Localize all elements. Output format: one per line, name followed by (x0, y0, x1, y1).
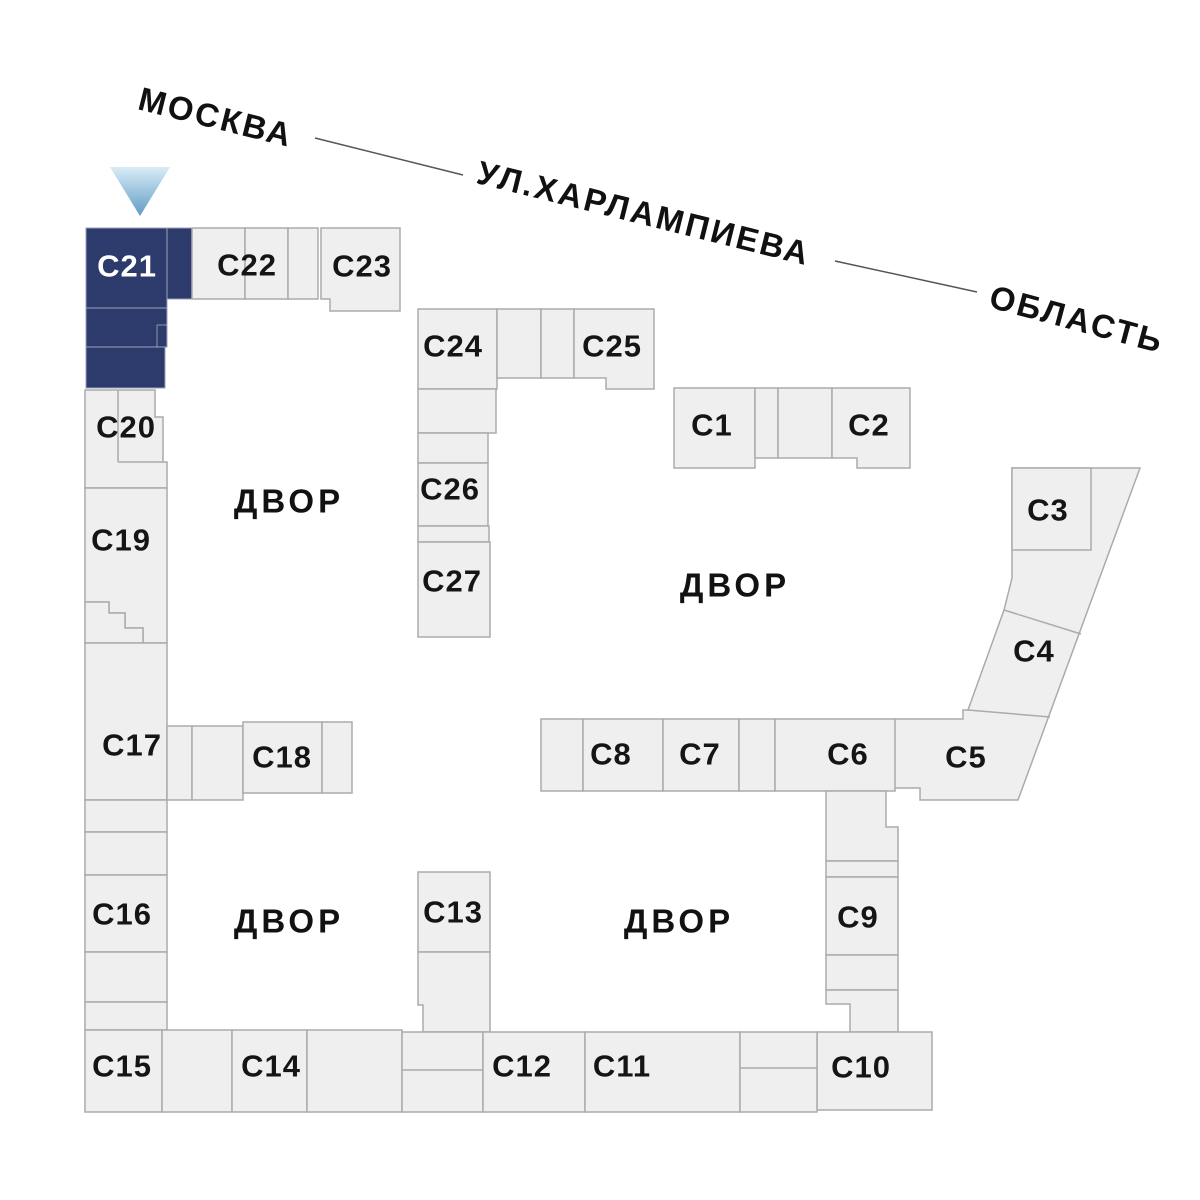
courtyard-labels: ДВОР ДВОР ДВОР ДВОР (234, 483, 790, 940)
building-c8[interactable]: С8 (582, 718, 664, 792)
building-c9[interactable]: С9 (825, 876, 899, 956)
building-segment-under-c13 (401, 1031, 484, 1113)
building-label: С11 (593, 1049, 651, 1084)
building-segment (825, 860, 899, 878)
building-c2[interactable]: С2 (831, 387, 911, 469)
building-segment (417, 951, 491, 1033)
building-segment (191, 725, 244, 801)
building-segment (825, 790, 899, 862)
building-label: С15 (92, 1049, 152, 1084)
street-label-kharlampieva: УЛ.ХАРЛАМПИЕВА (473, 154, 814, 273)
building-c12[interactable]: С12 (482, 1031, 586, 1113)
building-segment-before-c10 (739, 1031, 818, 1113)
building-c14[interactable]: С14 (231, 1029, 308, 1113)
building-c16[interactable]: С16 (84, 874, 168, 953)
building-c4[interactable]: С4 (1013, 634, 1055, 669)
building-label: С21 (97, 249, 157, 284)
building-segment (321, 721, 353, 794)
building-label: С5 (945, 740, 987, 775)
building-segment (161, 1029, 233, 1113)
building-segment (84, 831, 168, 876)
building-c7[interactable]: С7 (662, 718, 740, 792)
courtyard-label-top-right: ДВОР (680, 567, 790, 604)
courtyard-label-bottom-left: ДВОР (234, 903, 344, 940)
street-leader-line-2 (834, 260, 978, 293)
building-c18[interactable]: С18 (242, 721, 323, 794)
building-label: С25 (582, 329, 642, 364)
building-c3[interactable]: С3 (1011, 467, 1092, 551)
building-c15[interactable]: С15 (84, 1029, 163, 1113)
building-c20[interactable]: С20 (84, 389, 168, 489)
building-c21[interactable]: С21 (85, 227, 193, 389)
building-c23[interactable]: С23 (320, 227, 401, 312)
building-label: С23 (332, 249, 392, 284)
building-label: С2 (848, 408, 890, 443)
building-c13[interactable]: С13 (417, 871, 491, 953)
street-label-moscow: МОСКВА (135, 80, 297, 154)
building-segment (738, 718, 776, 792)
building-label: С10 (831, 1050, 891, 1085)
building-label: С9 (837, 900, 879, 935)
building-segment (825, 989, 899, 1033)
building-c24[interactable]: С24 (417, 308, 575, 390)
building-c5[interactable]: С5 (945, 740, 987, 775)
courtyard-label-bottom-right: ДВОР (624, 903, 734, 940)
building-label: С1 (691, 408, 733, 443)
building-c1[interactable]: С1 (673, 387, 833, 469)
building-label: С6 (827, 737, 869, 772)
building-segment (540, 718, 584, 792)
building-label: С24 (423, 329, 483, 364)
building-label: С3 (1027, 493, 1069, 528)
building-label: С22 (217, 248, 277, 283)
selected-building-arrow-icon (110, 167, 170, 216)
building-c26[interactable]: С26 (417, 388, 497, 527)
building-c25[interactable]: С25 (573, 308, 655, 390)
building-c27[interactable]: С27 (417, 525, 491, 638)
building-c22[interactable]: С22 (191, 227, 319, 300)
building-label: С8 (590, 737, 632, 772)
building-segment (84, 951, 168, 1003)
building-label: С27 (422, 564, 482, 599)
building-label: С18 (252, 740, 312, 775)
building-segment (84, 799, 168, 833)
building-label: С26 (420, 472, 480, 507)
building-segment (306, 1029, 403, 1113)
building-segment (84, 1001, 168, 1031)
building-c6[interactable]: С6 (774, 718, 896, 792)
building-label: С12 (492, 1049, 552, 1084)
building-label: С17 (102, 728, 162, 763)
building-segment (166, 725, 193, 801)
building-label: С4 (1013, 634, 1055, 669)
building-c10[interactable]: С10 (816, 1031, 933, 1111)
building-c11[interactable]: С11 (584, 1031, 741, 1113)
building-segment (825, 954, 899, 991)
building-c17[interactable]: С17 (84, 642, 168, 801)
building-label: С16 (92, 897, 152, 932)
street-label-oblast: ОБЛАСТЬ (986, 278, 1169, 360)
building-label: С13 (423, 895, 483, 930)
street-leader-line-1 (314, 137, 464, 176)
building-label: С14 (241, 1049, 301, 1084)
building-label: С7 (679, 737, 721, 772)
building-label: С19 (91, 523, 151, 558)
building-label: С20 (96, 410, 156, 445)
courtyard-label-top-left: ДВОР (234, 483, 344, 520)
